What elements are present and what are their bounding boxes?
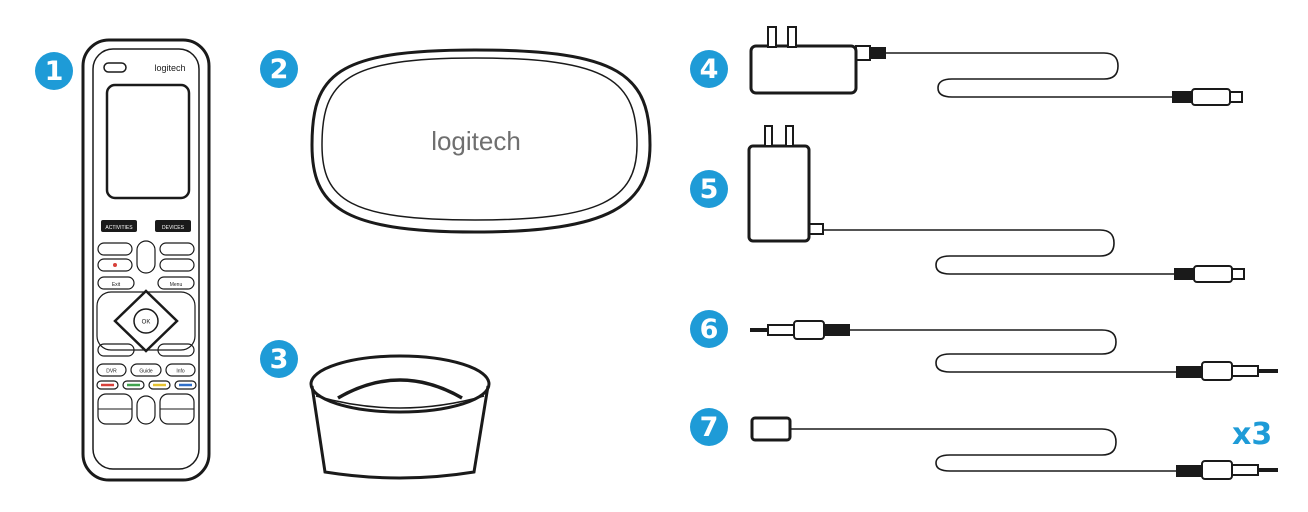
ir-mini-blaster-cable-icon bbox=[750, 320, 1278, 381]
record-key bbox=[97, 258, 133, 272]
devices-key-label: DEVICES bbox=[162, 225, 185, 231]
activities-key-label: ACTIVITIES bbox=[105, 225, 133, 231]
charging-cradle-icon bbox=[309, 354, 491, 480]
ir-blaster-icon bbox=[750, 416, 1278, 480]
usb-power-adapter-icon bbox=[747, 125, 1245, 283]
menu-key bbox=[157, 276, 195, 290]
item-number-badge-3: 3 bbox=[260, 340, 298, 378]
item-number-badge-2: 2 bbox=[260, 50, 298, 88]
remote-power-button bbox=[103, 62, 127, 73]
dvr-key bbox=[96, 363, 127, 377]
play-pause-key bbox=[136, 240, 156, 274]
dvr-key-label: DVR bbox=[106, 369, 117, 375]
info-key-label: Info bbox=[176, 369, 185, 375]
activities-key bbox=[101, 220, 137, 232]
remote-touchscreen bbox=[105, 83, 191, 200]
mute-key bbox=[97, 343, 135, 357]
numbers-key bbox=[136, 395, 156, 425]
rewind-key bbox=[97, 242, 133, 256]
yellow-key bbox=[148, 380, 171, 390]
item-number-badge-4: 4 bbox=[690, 50, 728, 88]
menu-key-label: Menu bbox=[170, 282, 183, 288]
blue-key bbox=[174, 380, 197, 390]
stop-key bbox=[159, 258, 195, 272]
guide-key bbox=[130, 363, 162, 377]
wall-power-adapter-icon bbox=[749, 26, 1243, 106]
hub-brand-label: logitech bbox=[431, 126, 521, 156]
guide-key-label: Guide bbox=[139, 369, 153, 375]
hub-icon: logitech bbox=[310, 48, 652, 234]
fast-forward-key bbox=[159, 242, 195, 256]
exit-key bbox=[97, 276, 135, 290]
red-key bbox=[96, 380, 119, 390]
info-key bbox=[165, 363, 196, 377]
quantity-label: x3 bbox=[1232, 417, 1273, 452]
exit-key-label: Exit bbox=[112, 282, 121, 288]
item-number-badge-6: 6 bbox=[690, 310, 728, 348]
back-key bbox=[157, 343, 195, 357]
item-number-badge-7: 7 bbox=[690, 408, 728, 446]
devices-key bbox=[155, 220, 191, 232]
item-number-badge-5: 5 bbox=[690, 170, 728, 208]
ok-key-label: OK bbox=[142, 320, 151, 326]
item-number-badge-1: 1 bbox=[35, 52, 73, 90]
green-key bbox=[122, 380, 145, 390]
ok-key bbox=[133, 308, 159, 334]
remote-brand-label: logitech bbox=[154, 63, 185, 73]
remote-control-icon: logitech ACTIVITIES DEVICES Exit Menu OK bbox=[81, 38, 211, 482]
